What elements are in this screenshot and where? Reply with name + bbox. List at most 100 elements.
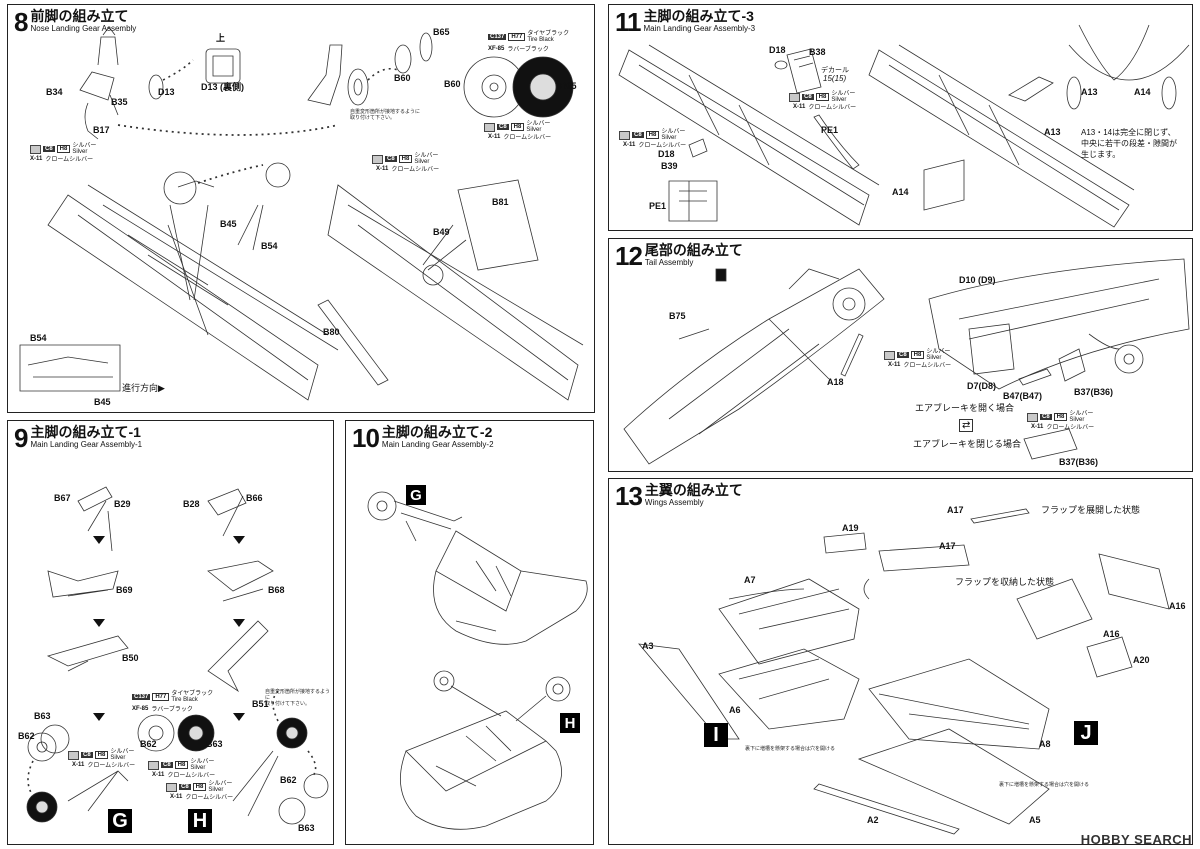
part-label: B69 xyxy=(116,585,133,595)
step-13-header: 13 主翼の組み立て Wings Assembly xyxy=(615,482,743,510)
part-label: A14 xyxy=(1134,87,1151,97)
paint-code: C8 xyxy=(897,352,909,358)
part-label: PE1 xyxy=(649,201,667,211)
paint-swatch xyxy=(1027,412,1038,422)
paint-callout-chrome: X-11 クロームシルバー xyxy=(152,770,215,780)
part-label: B49 xyxy=(433,227,450,237)
part-label: A14 xyxy=(892,187,909,197)
step-9-panel: 9 主脚の組み立て-1 Main Landing Gear Assembly-1… xyxy=(7,420,334,845)
part-label: B29 xyxy=(114,499,131,509)
paint-callout-chrome: X-11 クロームシルバー xyxy=(170,792,233,802)
step-title-en: Main Landing Gear Assembly-3 xyxy=(643,24,756,33)
part-label: B38 xyxy=(809,47,826,57)
paint-code: XF-85 xyxy=(488,45,505,52)
paint-name: Silver xyxy=(414,159,430,165)
nose-gear-illustration xyxy=(8,5,596,414)
part-label: B50 xyxy=(122,653,139,663)
paint-code: XF-85 xyxy=(132,705,149,712)
part-label: B65 xyxy=(560,81,577,91)
paint-swatch xyxy=(30,144,41,154)
paint-name: Silver xyxy=(190,765,206,771)
paint-name: クロームシルバー xyxy=(45,157,94,163)
paint-callout-chrome: X-11 クロームシルバー xyxy=(793,102,857,112)
step-number: 10 xyxy=(352,423,380,453)
paint-callout-chrome: X-11 クロームシルバー xyxy=(1031,422,1095,432)
paint-code: H8 xyxy=(910,351,925,359)
part-label: D7(D8) xyxy=(967,381,997,391)
paint-name: Silver xyxy=(926,355,942,361)
step-title-jp: 主翼の組み立て xyxy=(644,482,743,498)
step-11-panel: 11 主脚の組み立て-3 Main Landing Gear Assembly-… xyxy=(608,4,1193,231)
paint-code: C8 xyxy=(161,762,173,768)
paint-code: C8 xyxy=(179,784,191,790)
watermark: HOBBY SEARCH xyxy=(1080,832,1192,847)
paint-code: H8 xyxy=(645,131,660,139)
part-label: B51 xyxy=(252,699,269,709)
paint-name: シルバー xyxy=(190,759,215,765)
marker-g: G xyxy=(108,809,132,833)
part-label: B54 xyxy=(261,241,278,251)
part-label: B81 xyxy=(492,197,509,207)
part-label: A2 xyxy=(867,815,879,825)
decal-number: 15(15) xyxy=(823,74,847,83)
part-label: A17 xyxy=(947,505,964,515)
part-label: A13 xyxy=(1081,87,1098,97)
paint-code: C8 xyxy=(43,146,55,152)
step-number: 9 xyxy=(14,423,29,453)
paint-swatch xyxy=(884,350,895,360)
paint-code: C137 xyxy=(488,34,507,40)
part-label: B47(B47) xyxy=(1003,391,1043,401)
step-title-en: Main Landing Gear Assembly-2 xyxy=(381,440,494,449)
main-gear-3-illustration xyxy=(609,5,1194,232)
paint-swatch xyxy=(619,130,630,140)
part-label: B62 xyxy=(18,731,35,741)
main-gear-1-illustration xyxy=(8,421,335,846)
paint-name: Silver xyxy=(661,135,677,141)
paint-name: クロームシルバー xyxy=(808,105,857,111)
part-label: A6 xyxy=(729,705,741,715)
paint-code: H77 xyxy=(508,33,526,41)
part-label: B68 xyxy=(268,585,285,595)
part-label: B62 xyxy=(140,739,157,749)
marker-h: H xyxy=(560,713,580,733)
paint-name: シルバー xyxy=(926,349,951,355)
paint-name: シルバー xyxy=(110,749,135,755)
paint-callout-rubber: XF-85 ラバーブラック xyxy=(132,704,193,714)
part-label: B37(B36) xyxy=(1059,457,1099,467)
part-label: A16 xyxy=(1103,629,1120,639)
paint-callout-chrome: X-11 クロームシルバー xyxy=(488,132,551,142)
step-8-panel: 8 前脚の組み立て Nose Landing Gear Assembly B34… xyxy=(7,4,595,413)
part-label: A8 xyxy=(1039,739,1051,749)
part-label: A19 xyxy=(842,523,859,533)
closure-note: A13・14は完全に閉じず、 中央に若干の段差・隙間が 生じます。 xyxy=(1081,128,1177,159)
paint-name: シルバー xyxy=(1069,411,1094,417)
step-title-en: Nose Landing Gear Assembly xyxy=(30,24,137,33)
part-label: B65 xyxy=(433,27,450,37)
paint-name: タイヤブラック xyxy=(527,31,570,37)
part-label: A7 xyxy=(744,575,756,585)
step-12-panel: 12 尾部の組み立て Tail Assembly B75 A18 D10 (D9… xyxy=(608,238,1193,472)
paint-name: シルバー xyxy=(661,129,686,135)
part-label: B63 xyxy=(206,739,223,749)
paint-name: クロームシルバー xyxy=(1046,425,1095,431)
paint-code: H8 xyxy=(192,783,207,791)
paint-code: X-11 xyxy=(30,155,43,162)
paint-code: C8 xyxy=(1040,414,1052,420)
part-label: B75 xyxy=(669,311,686,321)
paint-swatch xyxy=(372,154,383,164)
paint-swatch xyxy=(68,750,79,760)
step-number: 12 xyxy=(615,241,643,271)
paint-swatch xyxy=(166,782,177,792)
part-label: A16 xyxy=(1169,601,1186,611)
paint-name: シルバー xyxy=(526,121,551,127)
marker-g: G xyxy=(406,485,426,505)
paint-swatch xyxy=(484,122,495,132)
step-number: 11 xyxy=(615,7,641,37)
paint-code: X-11 xyxy=(152,771,165,778)
paint-name: Silver xyxy=(208,787,224,793)
part-label: D13 (裏側) xyxy=(201,82,245,92)
